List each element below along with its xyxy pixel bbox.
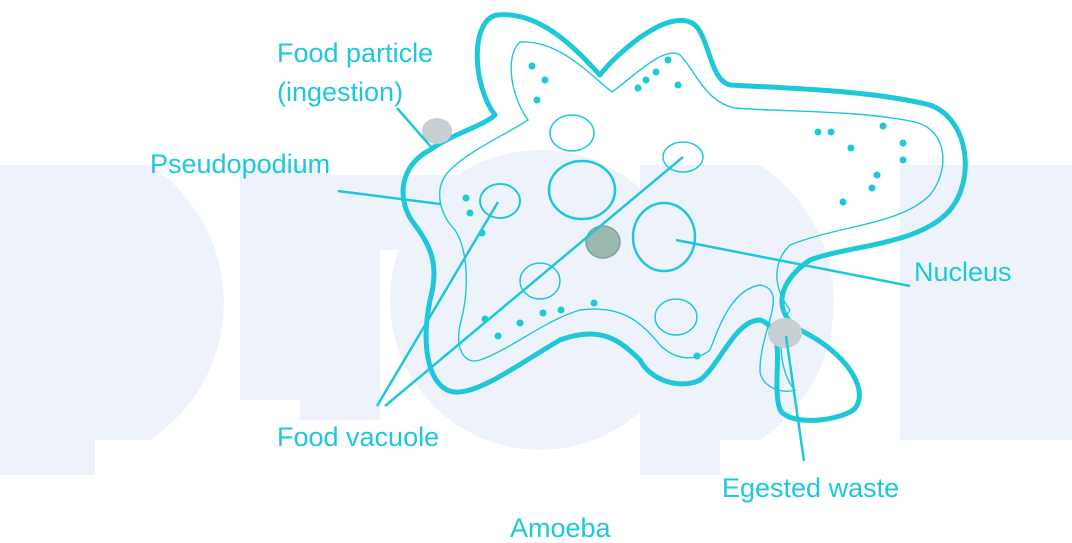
label-nucleus: Nucleus: [914, 257, 1012, 287]
watermark: [0, 150, 1072, 475]
label-food-vacuole: Food vacuole: [277, 422, 439, 452]
egested-waste-particle: [768, 318, 802, 348]
vacuole-top: [550, 115, 594, 151]
diagram-caption: Amoeba: [510, 513, 612, 543]
label-food-particle-line2: (ingestion): [277, 77, 403, 107]
label-food-particle-line1: Food particle: [277, 38, 433, 68]
dark-vacuole: [586, 226, 620, 258]
label-pseudopodium: Pseudopodium: [150, 149, 330, 179]
label-egested-waste: Egested waste: [722, 473, 899, 503]
